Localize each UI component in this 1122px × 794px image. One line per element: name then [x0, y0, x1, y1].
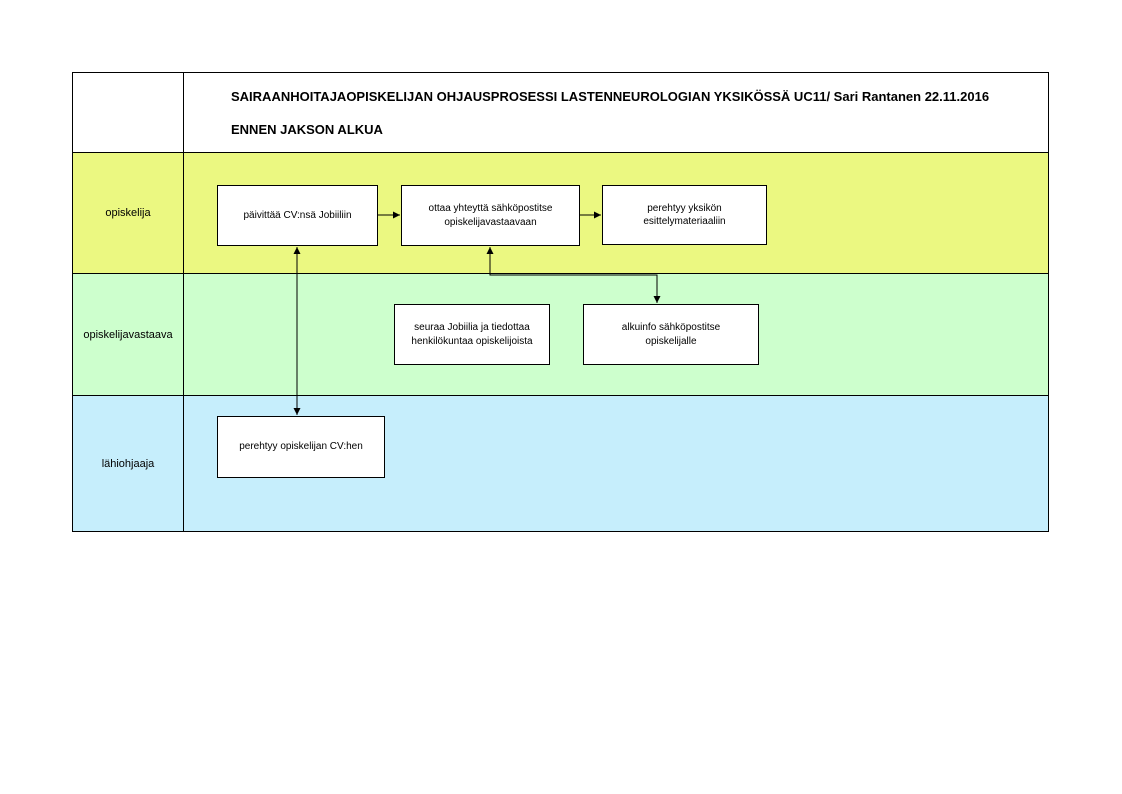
process-box-read-cv: perehtyy opiskelijan CV:hen — [217, 416, 385, 478]
diagram-title: SAIRAANHOITAJAOPISKELIJAN OHJAUSPROSESSI… — [231, 89, 990, 104]
lane-label-lahiohjaaja: lähiohjaaja — [73, 396, 184, 531]
lane-label-opiskelijavastaava: opiskelijavastaava — [73, 274, 184, 395]
header-row: SAIRAANHOITAJAOPISKELIJAN OHJAUSPROSESSI… — [73, 73, 1048, 153]
process-box-contact: ottaa yhteyttä sähköpostitse opiskelijav… — [401, 185, 580, 246]
diagram-subtitle: ENNEN JAKSON ALKUA — [231, 122, 383, 137]
process-box-familiarize: perehtyy yksikön esittelymateriaaliin — [602, 185, 767, 245]
lane-label-opiskelija: opiskelija — [73, 153, 184, 273]
process-box-cv-update: päivittää CV:nsä Jobiiliin — [217, 185, 378, 246]
lane-opiskelijavastaava: opiskelijavastaava — [73, 274, 1048, 396]
header-corner-cell — [73, 73, 184, 152]
process-box-follow-jobiili: seuraa Jobiilia ja tiedottaa henkilökunt… — [394, 304, 550, 365]
process-box-alkuinfo: alkuinfo sähköpostitse opiskelijalle — [583, 304, 759, 365]
